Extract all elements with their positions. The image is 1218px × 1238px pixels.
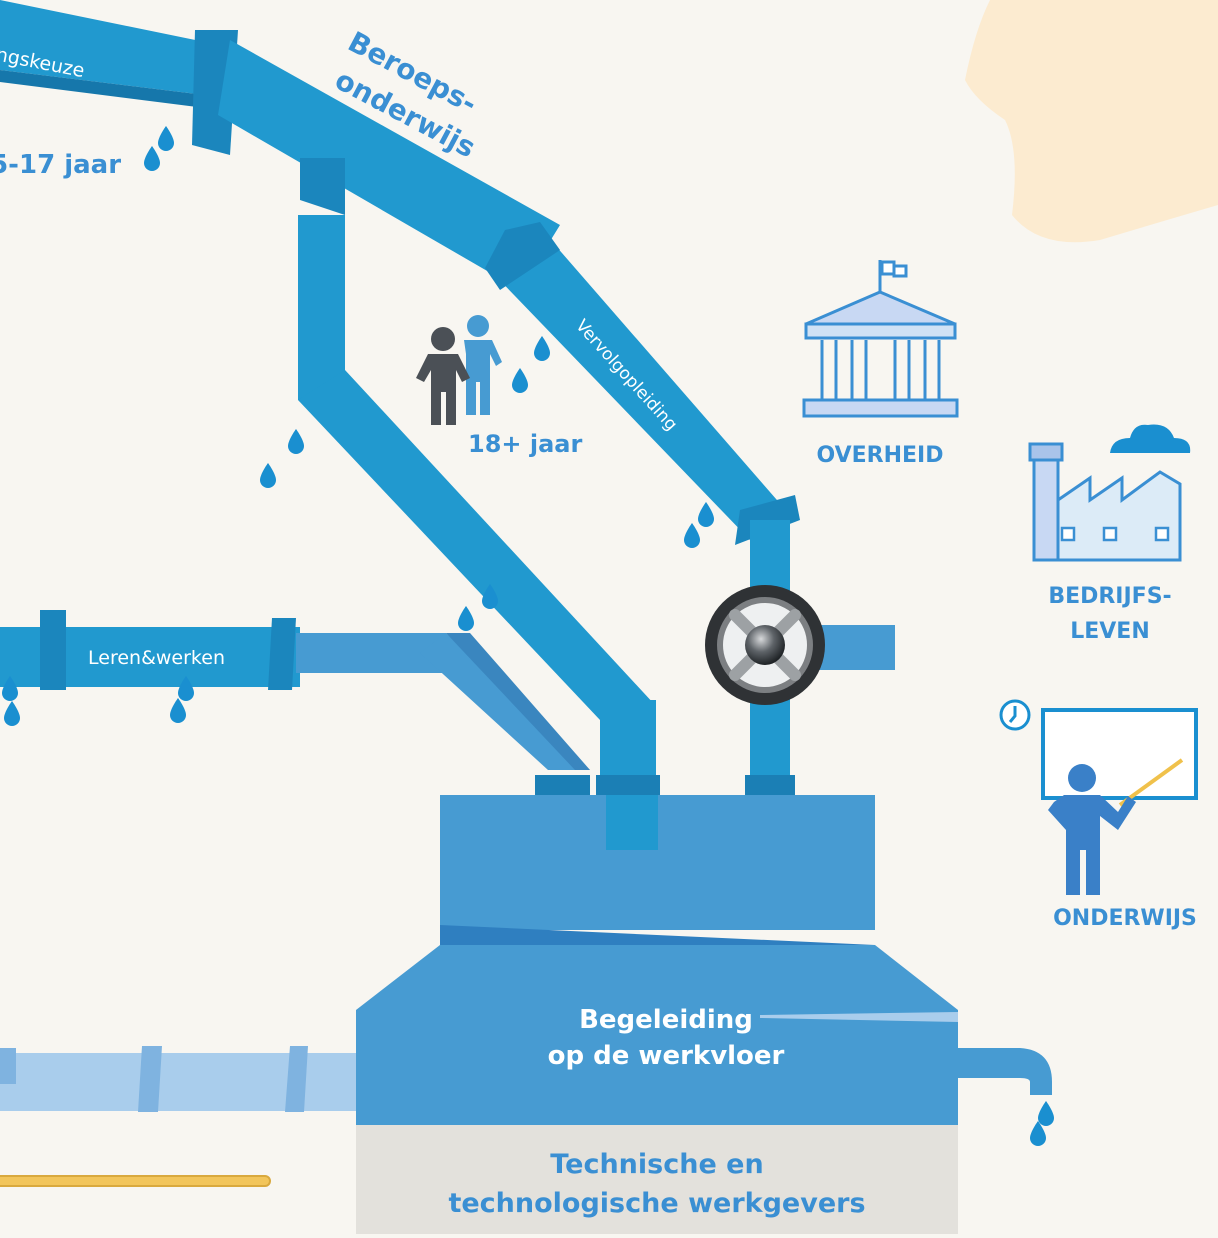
base-label-line1: Technische en [550, 1149, 763, 1180]
teacher-icon [1041, 708, 1198, 895]
age-label-older: 18+ jaar [468, 430, 582, 458]
business-label-line2: LEVEN [1070, 619, 1150, 644]
government-building-icon [802, 260, 959, 418]
age-label-younger: 15-17 jaar [0, 150, 121, 180]
government-label: OVERHEID [817, 443, 944, 468]
valve-wheel-icon[interactable] [705, 585, 825, 705]
leren-werken-pipe [0, 610, 590, 795]
cloud-icon [1110, 424, 1191, 453]
factory-icon [1028, 442, 1182, 562]
clock-icon [999, 699, 1031, 731]
base-block [356, 1125, 958, 1234]
people-icon [416, 315, 502, 425]
pipe-label-leren-werken: Leren&werken [88, 647, 225, 669]
tank-label-line2: op de werkvloer [548, 1041, 785, 1071]
inflow-pipe-light [0, 1046, 360, 1112]
tank-label-line1: Begeleiding [579, 1005, 753, 1035]
yellow-line [0, 1175, 271, 1187]
education-label: ONDERWIJS [1053, 906, 1197, 931]
business-label-line1: BEDRIJFS- [1048, 584, 1171, 609]
tank [356, 795, 1052, 1125]
opleidingskeuze-pipe [0, 0, 895, 855]
base-label-line2: technologische werkgevers [448, 1188, 865, 1219]
background-shape [965, 0, 1218, 243]
